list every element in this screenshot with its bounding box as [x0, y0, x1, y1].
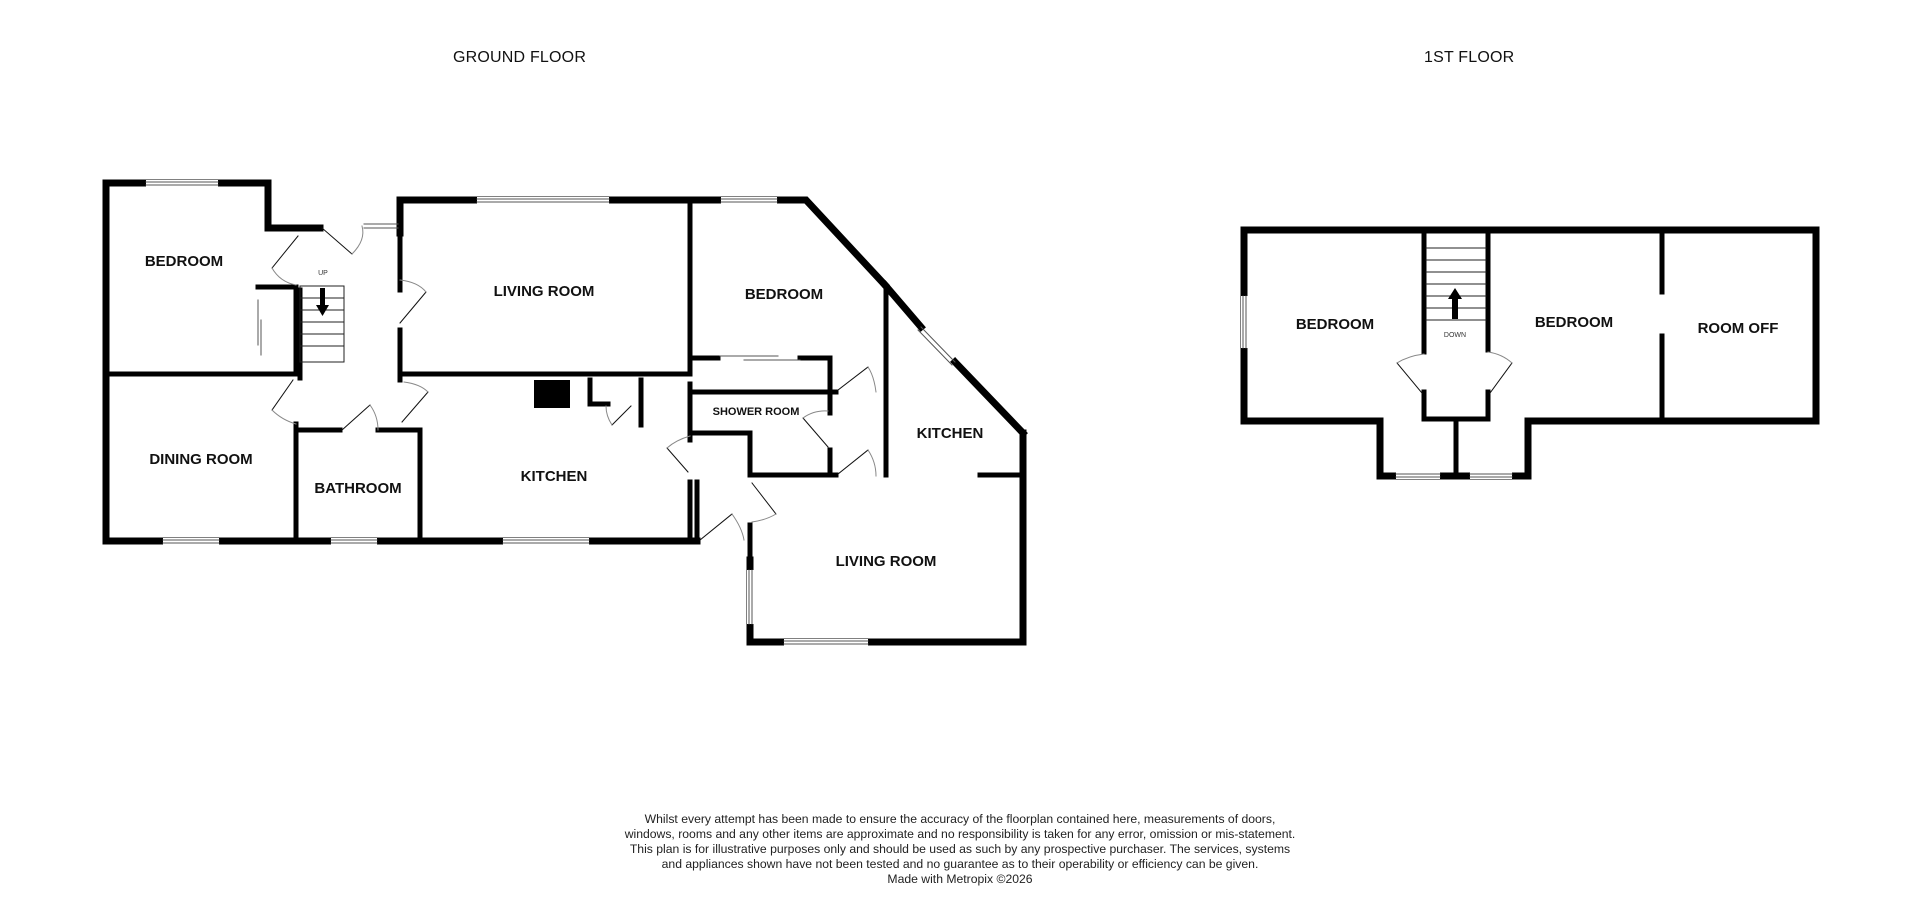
first-floor-plan [1240, 226, 1820, 480]
ground-floor-plan [102, 179, 1028, 646]
room-label-bedroom-1: BEDROOM [145, 253, 223, 270]
room-label-bedroom-2: BEDROOM [745, 286, 823, 303]
stairs-arrow-up-icon [1448, 288, 1462, 319]
room-label-living-room-1: LIVING ROOM [494, 283, 595, 300]
room-label-room-off: ROOM OFF [1698, 320, 1779, 337]
stairs-up-label: UP [318, 270, 328, 277]
first-floor-labels: BEDROOM BEDROOM ROOM OFF DOWN [1296, 314, 1779, 339]
first-floor-title: 1ST FLOOR [1424, 49, 1515, 66]
ground-floor-labels: BEDROOM LIVING ROOM BEDROOM DINING ROOM … [145, 253, 984, 570]
stairs-down-label: DOWN [1444, 332, 1466, 339]
room-label-kitchen-2: KITCHEN [917, 425, 984, 442]
metropix-credit: Made with Metropix ©2026 [887, 872, 1033, 886]
room-label-dining-room: DINING ROOM [149, 451, 252, 468]
room-label-shower-room: SHOWER ROOM [713, 406, 800, 418]
room-label-bathroom: BATHROOM [314, 480, 401, 497]
stairs-arrow-down-icon [316, 288, 329, 316]
disclaimer-text: Whilst every attempt has been made to en… [624, 812, 1296, 871]
room-label-bedroom-3: BEDROOM [1296, 316, 1374, 333]
ground-floor-title: GROUND FLOOR [453, 49, 587, 66]
disclaimer: Whilst every attempt has been made to en… [620, 812, 1300, 887]
room-label-bedroom-4: BEDROOM [1535, 314, 1613, 331]
room-label-living-room-2: LIVING ROOM [836, 553, 937, 570]
room-label-kitchen-1: KITCHEN [521, 468, 588, 485]
